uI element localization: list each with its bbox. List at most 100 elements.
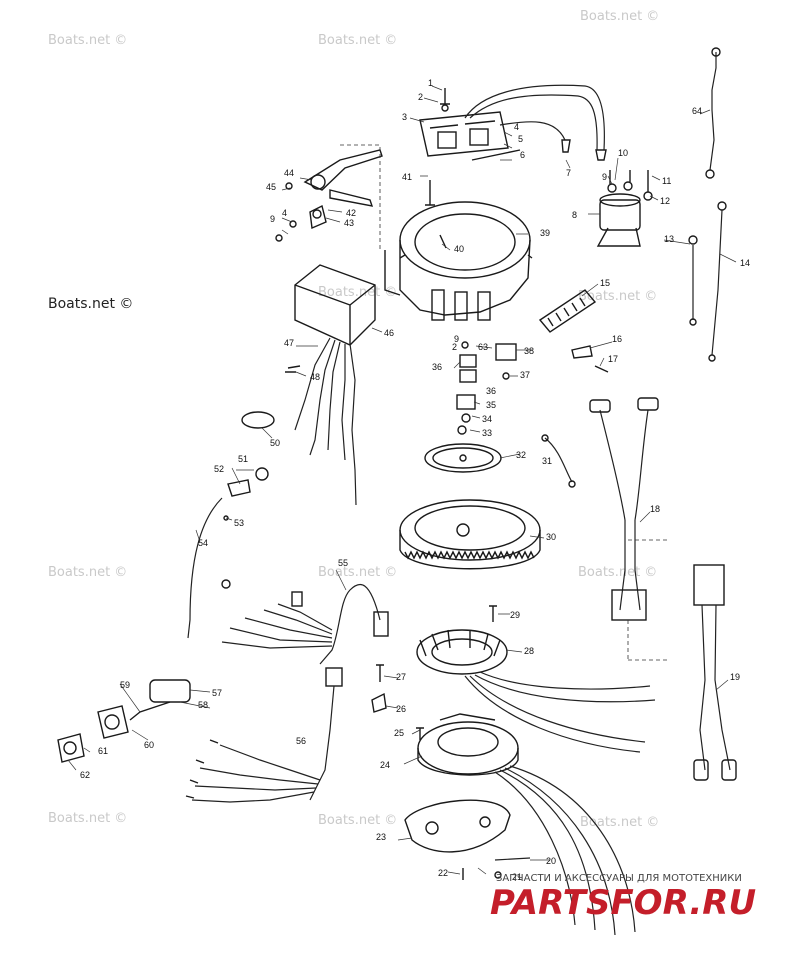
starter-solenoid [596,170,653,247]
callout-label: 63 [478,342,488,352]
callout-label: 3 [402,112,407,122]
callout-label: 14 [740,258,750,268]
callout-label: 10 [618,148,628,158]
callout-label: 28 [524,646,534,656]
watermark: Boats.net © [578,289,657,304]
callout-label: 57 [212,688,222,698]
callout-label: 2 [418,92,423,102]
callout-label: 12 [660,196,670,206]
throttle-arm-assembly [275,144,383,250]
callout-label: 61 [98,746,108,756]
callout-label: 50 [270,438,280,448]
flywheel [399,499,541,570]
callout-label: 31 [542,456,552,466]
battery-harness [589,397,668,661]
callout-label: 4 [282,208,287,218]
logo-tagline: ЗАПЧАСТИ И АКСЕССУАРЫ ДЛЯ МОТОТЕХНИКИ [496,873,742,884]
callout-label: 18 [650,504,660,514]
callout-label: 59 [120,680,130,690]
trigger-assembly [416,713,636,936]
callout-label: 48 [310,372,320,382]
starter-harness [693,564,737,781]
wiring-harness-b [185,667,343,803]
callout-label: 4 [514,122,519,132]
callout-label: 43 [344,218,354,228]
callout-label: 41 [402,172,412,182]
callout-label: 51 [238,454,248,464]
callout-labels: 1 2 3 4 5 6 7 8 9 10 11 12 13 14 15 16 1… [80,78,750,882]
callout-label: 47 [284,338,294,348]
callout-label: 44 [284,168,294,178]
logo-wordmark: PARTSFOR.RU [490,883,756,923]
callout-label: 25 [394,728,404,738]
callout-label: 29 [510,610,520,620]
ground-lead [541,434,576,488]
battery-cables [688,47,727,362]
watermark: Boats.net © [318,565,397,580]
watermark: Boats.net © [578,565,657,580]
callout-label: 33 [482,428,492,438]
callout-label: 30 [546,532,556,542]
clamp-and-screw [371,664,387,713]
partsfor-logo: ЗАПЧАСТИ И АКСЕССУАРЫ ДЛЯ МОТОТЕХНИКИ PA… [490,873,756,923]
callout-label: 16 [612,334,622,344]
callout-label: 13 [664,234,674,244]
callout-label: 11 [662,176,671,186]
callout-label: 9 [602,172,607,182]
switch-box-assembly [419,84,607,161]
callout-label: 5 [518,134,523,144]
watermark: Boats.net © [318,813,397,828]
terminal-block [538,289,609,373]
callout-label: 32 [516,450,526,460]
watermark: Boats.net © [580,815,659,830]
callout-label: 36 [486,386,496,396]
callout-label: 23 [376,832,386,842]
callout-label: 9 [454,334,459,344]
callout-label: 17 [608,354,618,364]
callout-label: 8 [572,210,577,220]
callout-label: 20 [546,856,556,866]
callout-label: 35 [486,400,496,410]
callout-label: 26 [396,704,406,714]
callout-label: 7 [566,168,571,178]
watermark: Boats.net © [48,811,127,826]
watermark-main: Boats.net © [48,296,133,312]
callout-label: 38 [524,346,534,356]
callout-label: 55 [338,558,348,568]
stator-screw [489,605,497,622]
callout-label: 62 [80,770,90,780]
callout-label: 6 [520,150,525,160]
callout-label: 37 [520,370,530,380]
callout-label: 24 [380,760,390,770]
switch-box-cd-module [285,264,376,506]
callout-label: 21 [512,872,522,882]
callout-label: 39 [540,228,550,238]
small-clips-and-lead [187,411,275,639]
ignition-switch-parts [57,679,191,763]
callout-label: 64 [692,106,702,116]
callout-label: 40 [454,244,464,254]
watermark: Boats.net © [48,33,127,48]
callout-label: 45 [266,182,276,192]
trigger-cover-bracket [404,799,531,880]
callout-label: 56 [296,736,306,746]
callout-label: 19 [730,672,740,682]
callout-label: 27 [396,672,406,682]
wiring-harness-a [221,579,389,665]
callout-label: 42 [346,208,356,218]
watermark-layer: Boats.net © Boats.net © Boats.net © Boat… [48,9,659,830]
watermark: Boats.net © [318,285,397,300]
callout-label: 58 [198,700,208,710]
callout-label: 46 [384,328,394,338]
callout-label: 36 [432,362,442,372]
leader-lines [67,85,737,875]
callout-label: 22 [438,868,448,878]
callout-label: 1 [428,78,433,88]
callout-label: 34 [482,414,492,424]
callout-label: 54 [198,538,208,548]
callout-label: 52 [214,464,224,474]
callout-label: 15 [600,278,610,288]
callout-label: 2 [452,342,457,352]
watermark: Boats.net © [48,565,127,580]
